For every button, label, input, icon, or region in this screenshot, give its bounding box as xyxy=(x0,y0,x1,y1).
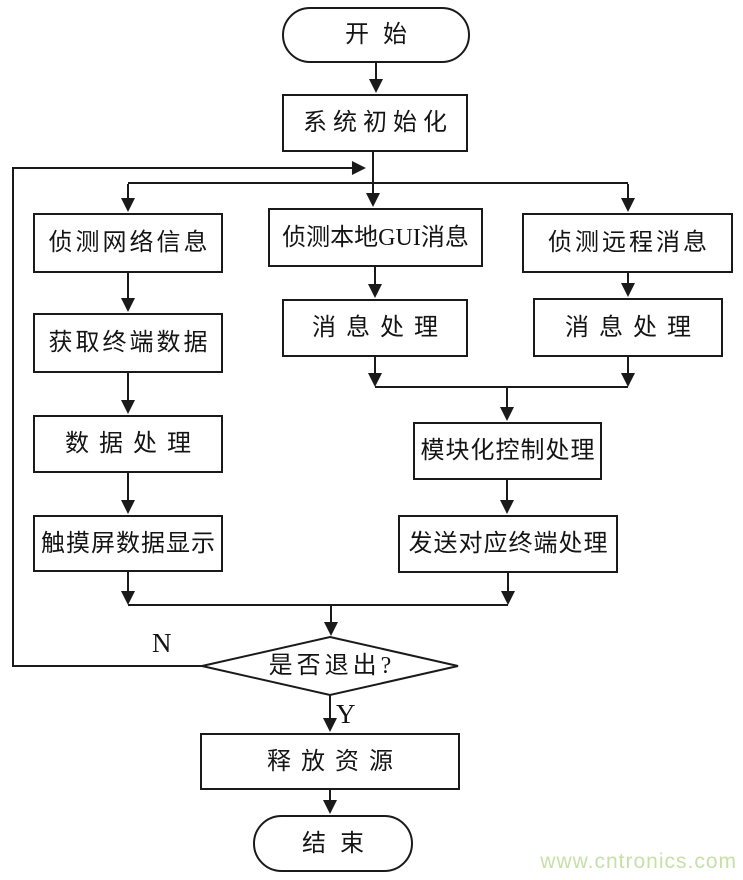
node-touchscreen-display: 触摸屏数据显示 xyxy=(33,515,223,572)
node-modular-control: 模块化控制处理 xyxy=(413,422,602,480)
node-detect-remote: 侦测远程消息 xyxy=(522,213,733,273)
node-data-process: 数据处理 xyxy=(33,415,223,473)
edge-label-no: N xyxy=(152,628,172,658)
watermark-text: www.cntronics.com xyxy=(540,850,737,873)
node-end: 结束 xyxy=(253,815,413,872)
node-msg-process-remote: 消息处理 xyxy=(533,298,723,357)
node-get-terminal-data: 获取终端数据 xyxy=(33,313,223,373)
edge-no-feedback-loop xyxy=(12,161,366,667)
node-release-resources: 释放资源 xyxy=(200,733,460,790)
node-detect-local-gui: 侦测本地GUI消息 xyxy=(268,208,483,267)
node-detect-network: 侦测网络信息 xyxy=(33,213,223,273)
node-system-init: 系统初始化 xyxy=(282,94,468,152)
node-start: 开始 xyxy=(282,7,470,63)
exit-decision-diamond-shape xyxy=(201,635,459,697)
node-msg-process-local: 消息处理 xyxy=(282,299,468,357)
edge-label-yes: Y xyxy=(336,699,356,729)
node-send-terminal: 发送对应终端处理 xyxy=(398,515,618,573)
node-exit-decision-label: 是否退出? xyxy=(268,653,396,679)
